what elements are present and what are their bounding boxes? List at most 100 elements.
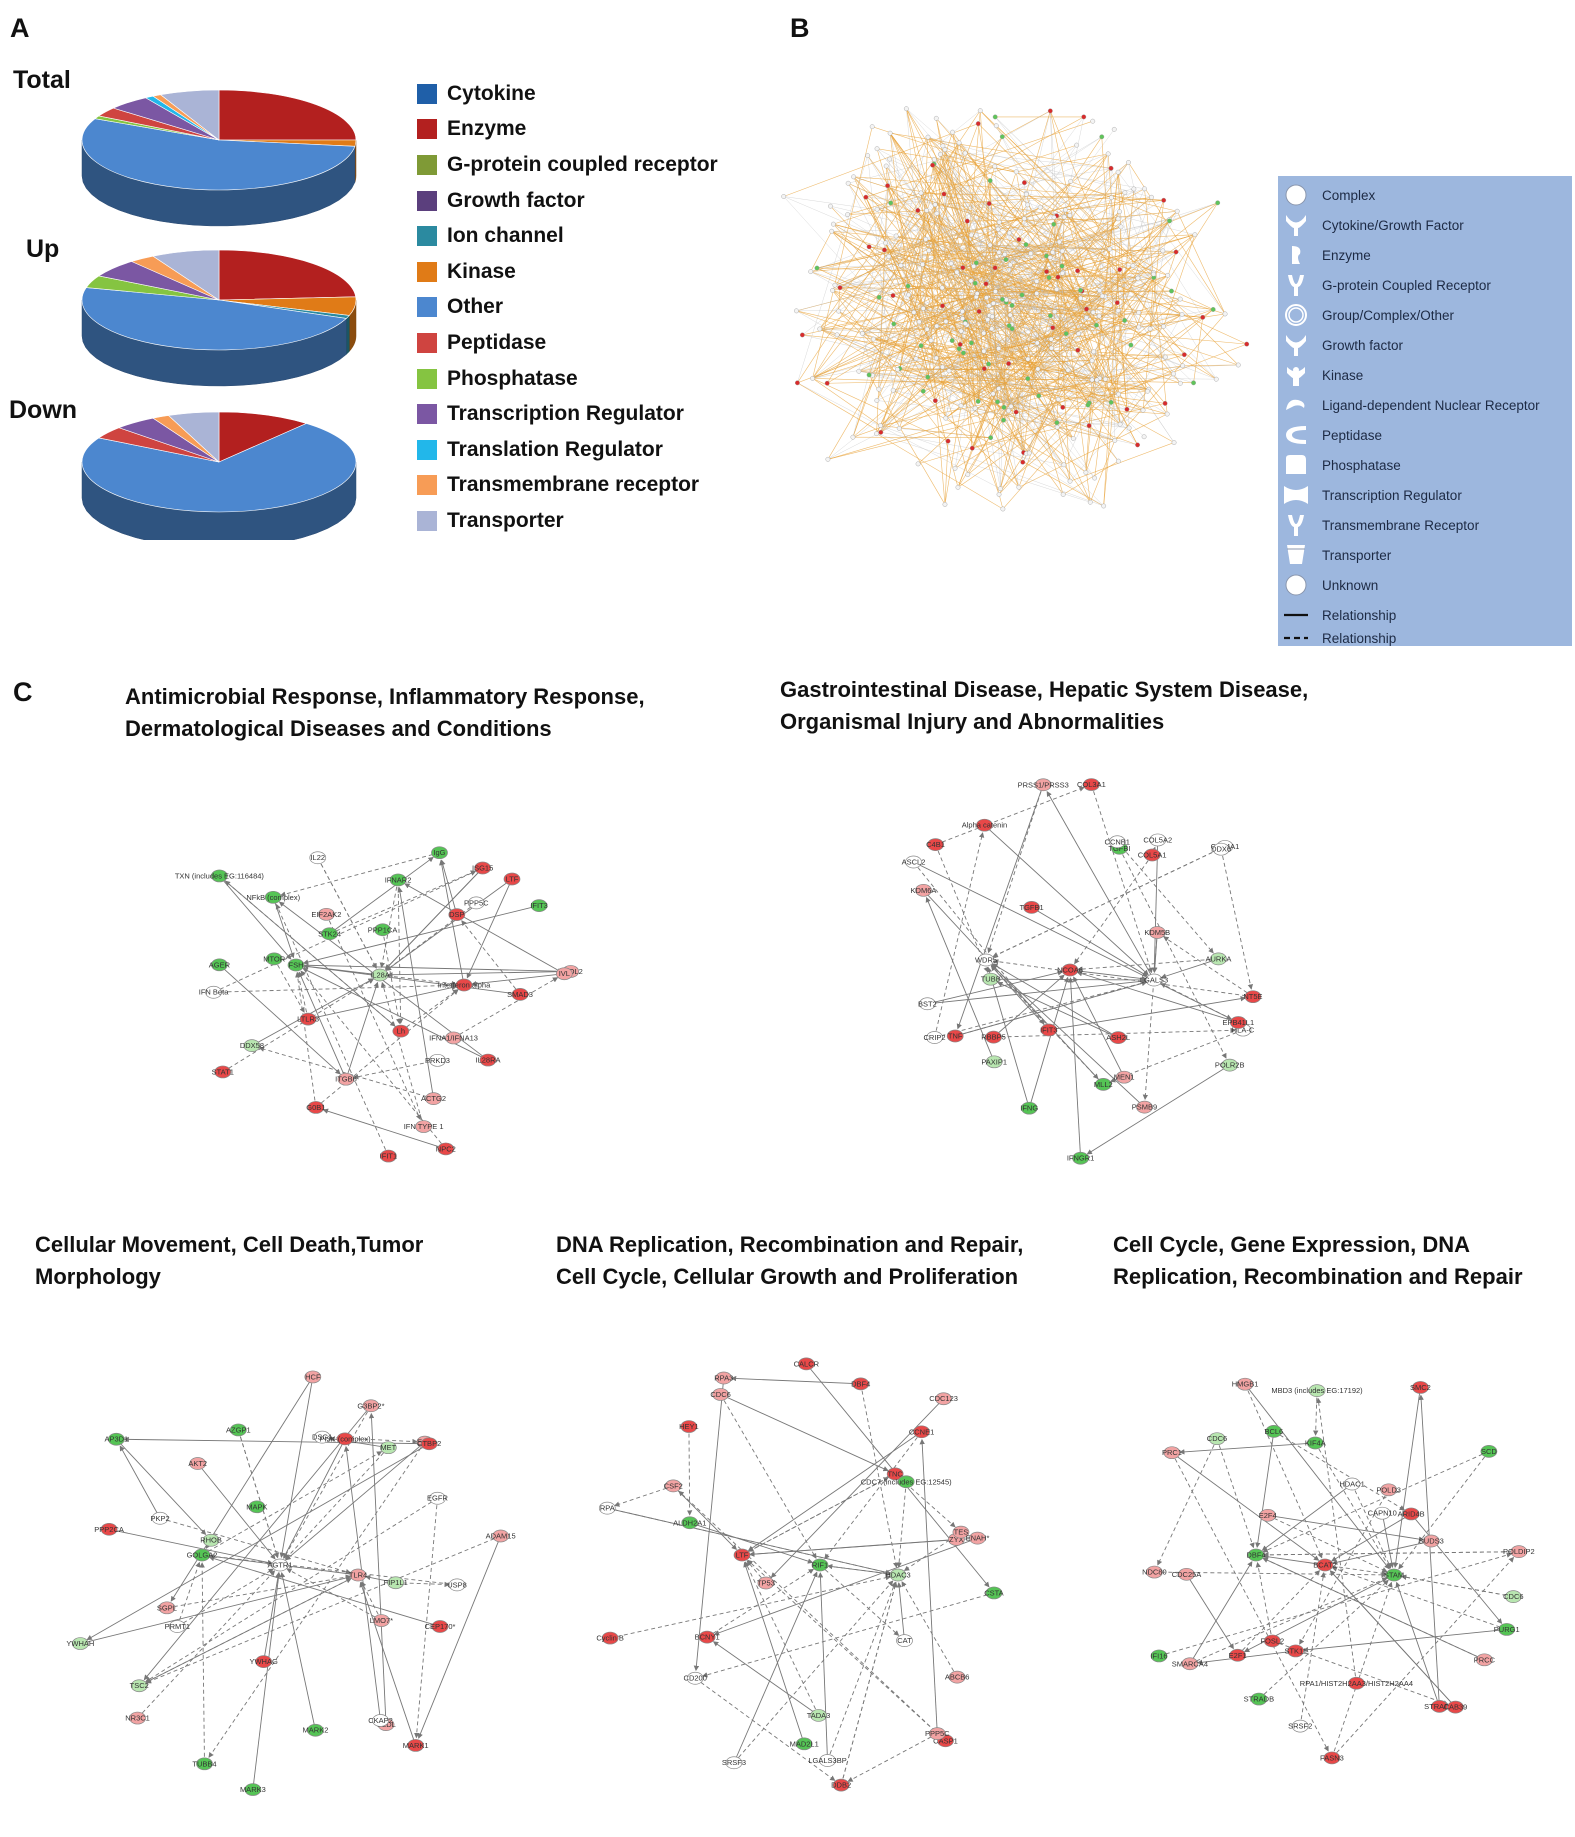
node-label: SMARCA4	[1172, 1659, 1208, 1668]
legend-label: Enzyme	[447, 117, 527, 141]
network-node: GOLGA2	[187, 1548, 217, 1562]
gpcr-icon	[1288, 275, 1304, 296]
node-label: TLR4	[349, 1571, 367, 1580]
node-legend-item: Phosphatase	[1278, 452, 1572, 478]
network-node: DBF4	[851, 1377, 870, 1391]
node-label: PPP5C	[464, 898, 489, 907]
node-shape	[1510, 1545, 1528, 1558]
network-node: IFNG	[1020, 1101, 1038, 1115]
nuclear-receptor-icon	[1286, 399, 1305, 410]
node-legend-item: Enzyme	[1278, 242, 1572, 268]
transmembrane-receptor-icon	[1288, 515, 1304, 536]
node-shape	[1476, 1653, 1493, 1667]
network-edges	[913, 784, 1254, 1159]
node-label: NDC80	[1142, 1568, 1167, 1577]
node-label: ASCL2	[902, 858, 926, 867]
legend-label: Peptidase	[447, 330, 547, 354]
node-legend-item: Peptidase	[1278, 422, 1572, 448]
node-shape	[1115, 1070, 1133, 1084]
network-node: EGFR	[427, 1491, 448, 1505]
network-node: STAT1	[212, 1065, 234, 1079]
node-shape	[309, 851, 327, 865]
node-shape	[977, 953, 995, 967]
node-label: YWHAH	[66, 1639, 94, 1648]
node-shape	[380, 1149, 397, 1163]
legend-label: Other	[447, 295, 504, 319]
node-label: CRIP2	[924, 1033, 946, 1042]
network-node: LTF	[733, 1548, 751, 1562]
node-label: AGTR1	[267, 1561, 292, 1570]
network-node: PRKD3	[425, 1053, 450, 1067]
legend-item: Ion channel	[417, 218, 718, 254]
node-label: KIF4A	[1305, 1438, 1326, 1447]
network-node: PURG1	[1494, 1623, 1520, 1636]
node-shape	[811, 1558, 829, 1572]
network-node: MBD3 (includes EG:17192)	[1271, 1384, 1363, 1397]
node-label: TGFB1	[1019, 903, 1043, 912]
network-node: FOSL2	[1260, 1634, 1284, 1648]
node-label: RPA1/HIST2H2AA3/HIST2H2AA4	[1300, 1679, 1413, 1688]
node-legend-item: Ligand-dependent Nuclear Receptor	[1278, 392, 1572, 418]
node-shape	[896, 1634, 913, 1647]
node-shape	[1212, 842, 1230, 856]
node-shape	[935, 1392, 952, 1406]
node-label: CAT	[897, 1636, 912, 1645]
legend-swatch	[417, 261, 437, 282]
growth-factor-icon	[1286, 335, 1306, 356]
network-3-title: Cellular Movement, Cell Death,Tumor Morp…	[35, 1229, 423, 1293]
node-shape	[926, 1031, 943, 1044]
network-node: NR3C1	[125, 1711, 150, 1725]
node-shape	[1229, 1648, 1246, 1662]
network-node: MAPK	[246, 1500, 268, 1514]
node-label: IL22	[310, 853, 325, 862]
pie-slice	[81, 118, 356, 191]
network-node: MEN1	[1114, 1070, 1135, 1084]
node-shape	[1108, 835, 1126, 849]
network-node: MARK1	[403, 1739, 429, 1752]
network-node: IFNA1/IFNA13	[429, 1031, 478, 1045]
node-label: IFIT3	[530, 901, 548, 910]
network-node: E2F1	[1229, 1648, 1247, 1662]
node-shape	[373, 1614, 390, 1627]
node-shape	[445, 1031, 462, 1045]
network-node: CEP170*	[425, 1620, 456, 1633]
node-label: CASP1	[933, 1736, 958, 1745]
node-label: RIF1	[812, 1561, 828, 1570]
pie-label-up: Up	[26, 235, 60, 263]
network-node: CRIP2	[924, 1031, 946, 1044]
node-legend-label: Kinase	[1322, 367, 1364, 383]
network-node: SUDS3	[1419, 1534, 1444, 1548]
network-node: KDM6A	[911, 883, 936, 897]
network-node: Interferon alpha	[438, 978, 491, 992]
network-node: IFIT3	[1040, 1023, 1058, 1037]
network-node: ITGB6	[335, 1072, 357, 1086]
node-shape	[1323, 1751, 1341, 1765]
network-node: HMGB1	[1232, 1377, 1258, 1391]
node-legend-label: G-protein Coupled Receptor	[1322, 277, 1491, 293]
node-label: Interferon alpha	[438, 981, 491, 990]
node-shape	[193, 1548, 211, 1562]
node-label: CTBP2	[417, 1439, 441, 1448]
node-label: SCD	[1481, 1447, 1497, 1456]
node-shape	[985, 1586, 1003, 1600]
legend-item: Phosphatase	[417, 361, 718, 397]
node-label: TUBB4	[192, 1759, 216, 1768]
legend-swatch	[417, 119, 437, 140]
network-2-title-line-2: Organismal Injury and Abnormalities	[780, 709, 1165, 734]
node-label: LTLR3	[297, 1015, 319, 1024]
network-node: TUBB4	[192, 1757, 217, 1771]
node-label: ZYX	[949, 1535, 964, 1544]
node-label: TADA3	[807, 1711, 831, 1720]
network-node: POLD3	[1376, 1483, 1401, 1497]
node-shape	[362, 1399, 380, 1413]
node-label: COL3A1	[1077, 780, 1106, 789]
node-label: WDR5	[975, 956, 997, 965]
network-node: TES	[952, 1525, 970, 1539]
network-node: CDC7 (includes EG:12545)	[861, 1475, 952, 1489]
network-node: CDC25A	[1172, 1567, 1201, 1581]
node-label: LTF	[736, 1551, 749, 1560]
node-shape	[598, 1501, 616, 1515]
node-shape	[952, 1525, 970, 1539]
node-shape	[1373, 1506, 1391, 1520]
node-shape	[915, 883, 932, 897]
